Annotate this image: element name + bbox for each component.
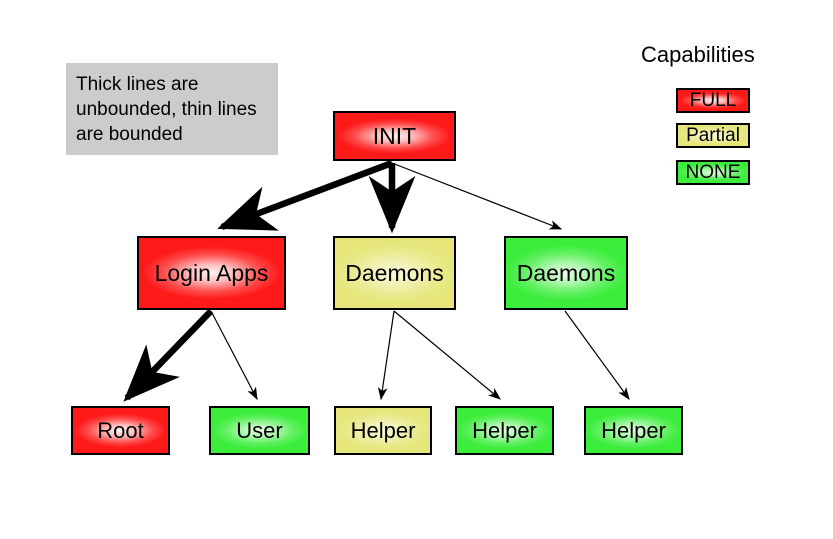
node-helper-partial: Helper: [334, 406, 432, 455]
legend-swatch-full: FULL: [676, 88, 750, 113]
node-root: Root: [71, 406, 170, 455]
node-helper-none-1: Helper: [455, 406, 554, 455]
node-login-apps: Login Apps: [137, 236, 286, 310]
node-helper-none-2: Helper: [584, 406, 683, 455]
node-helper-none-2-label: Helper: [601, 417, 666, 443]
capabilities-legend: Capabilities FULL Partial NONE: [641, 42, 811, 185]
legend-swatch-full-label: FULL: [689, 90, 737, 111]
node-init-label: INIT: [372, 122, 417, 149]
node-login-apps-label: Login Apps: [154, 259, 269, 286]
legend-swatch-partial: Partial: [676, 123, 750, 148]
legend-swatch-none-label: NONE: [685, 162, 741, 183]
node-daemons-none-label: Daemons: [516, 259, 616, 286]
edge-login-apps-to-user: [210, 310, 258, 401]
node-helper-none-1-label: Helper: [472, 417, 537, 443]
legend-note: Thick lines are unbounded, thin lines ar…: [66, 63, 278, 155]
edge-daemons-partial-to-helper-none: [393, 310, 501, 400]
edge-daemons-none-to-helper-none: [564, 310, 630, 400]
node-helper-partial-label: Helper: [350, 417, 416, 443]
node-root-label: Root: [97, 417, 144, 443]
legend-swatch-partial-label: Partial: [686, 125, 740, 146]
node-daemons-partial: Daemons: [333, 236, 456, 310]
edge-daemons-partial-to-helper-partial: [377, 310, 395, 401]
legend-title: Capabilities: [641, 42, 755, 67]
node-daemons-none: Daemons: [504, 236, 628, 310]
node-user-label: User: [236, 417, 283, 443]
node-init: INIT: [333, 111, 456, 161]
edge-init-to-daemons-none: [391, 162, 563, 230]
edge-init-to-login-apps: [217, 159, 394, 231]
node-daemons-partial-label: Daemons: [345, 259, 444, 286]
edge-login-apps-to-root: [123, 308, 214, 402]
node-user: User: [209, 406, 310, 455]
legend-swatch-none: NONE: [676, 160, 750, 185]
